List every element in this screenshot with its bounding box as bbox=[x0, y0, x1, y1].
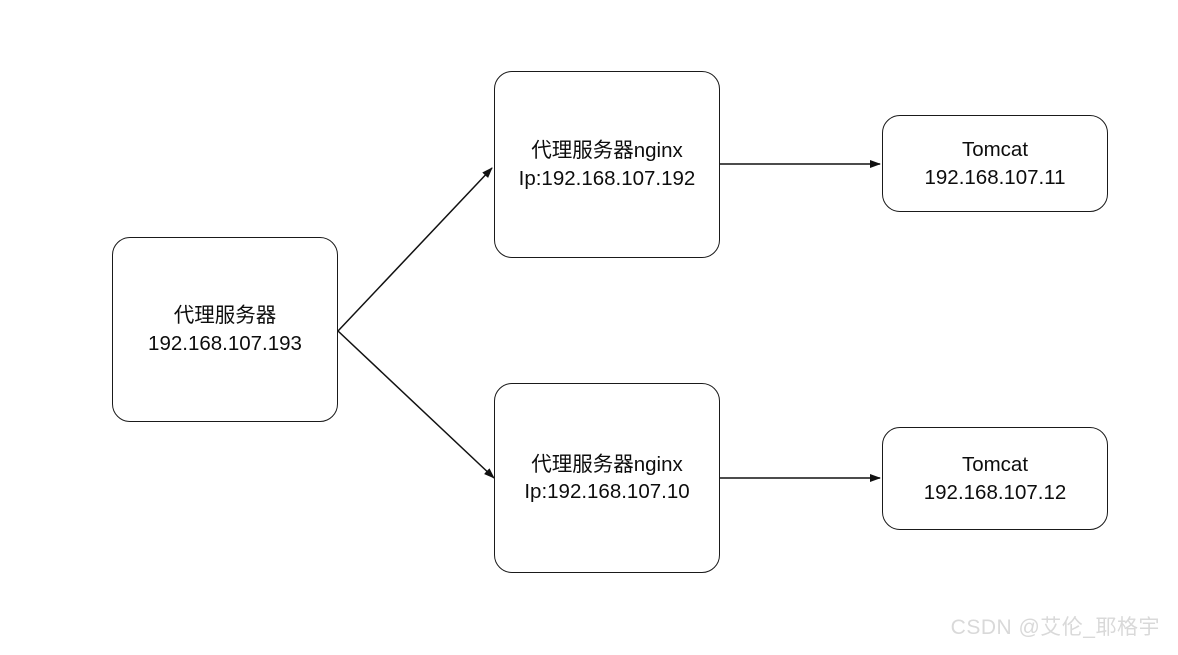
node-proxy-root-line-2: 192.168.107.193 bbox=[148, 331, 302, 355]
node-tomcat-bottom-line-1: Tomcat bbox=[961, 453, 1029, 477]
node-nginx-proxy-bottom-line-2: Ip:192.168.107.10 bbox=[524, 480, 690, 503]
node-nginx-proxy-bottom[interactable]: 代理服务器nginx Ip:192.168.107.10 bbox=[494, 383, 720, 573]
node-tomcat-bottom-line-2: 192.168.107.12 bbox=[923, 480, 1067, 504]
node-nginx-proxy-bottom-line-1: 代理服务器nginx bbox=[531, 452, 683, 476]
node-tomcat-top-line-2: 192.168.107.11 bbox=[924, 165, 1066, 189]
edge-proxy-root-to-nginx-top bbox=[337, 167, 493, 332]
node-proxy-root[interactable]: 代理服务器 192.168.107.193 bbox=[112, 237, 338, 422]
node-tomcat-top[interactable]: Tomcat 192.168.107.11 bbox=[882, 115, 1108, 212]
node-proxy-root-line-1: 代理服务器 bbox=[173, 304, 277, 328]
node-nginx-proxy-top-line-2: Ip:192.168.107.192 bbox=[518, 166, 696, 190]
node-nginx-proxy-top[interactable]: 代理服务器nginx Ip:192.168.107.192 bbox=[494, 71, 720, 258]
node-tomcat-top-line-1: Tomcat bbox=[961, 138, 1029, 162]
node-nginx-proxy-top-line-1: 代理服务器nginx bbox=[531, 139, 683, 163]
csdn-watermark: CSDN @艾伦_耶格宇 bbox=[950, 616, 1160, 639]
edge-proxy-root-to-nginx-bottom bbox=[337, 330, 495, 479]
node-tomcat-bottom[interactable]: Tomcat 192.168.107.12 bbox=[882, 427, 1108, 530]
